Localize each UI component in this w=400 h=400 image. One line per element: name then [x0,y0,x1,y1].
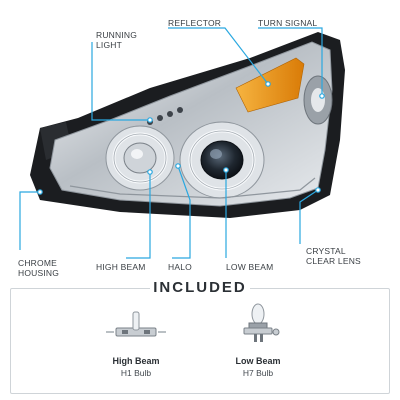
label-high-beam: HIGH BEAM [96,262,146,272]
h7-bulb-icon [243,303,280,342]
label-halo: HALO [168,262,192,272]
callout-dots [37,81,325,195]
label-running-light: RUNNING LIGHT [96,30,138,50]
label-turn-signal: TURN SIGNAL [258,18,318,28]
h1-bulb-icon [106,311,166,337]
label-low-beam: LOW BEAM [226,262,274,272]
low-beam-lens [200,140,244,180]
bulb-type-high-beam: H1 Bulb [120,368,152,378]
label-crystal-clear-lens: CRYSTAL CLEAR LENS [306,246,361,266]
bulb-name-high-beam: High Beam [112,356,160,366]
label-reflector: REFLECTOR [168,18,222,28]
included-box [10,288,390,394]
bulb-name-low-beam: Low Beam [235,356,281,366]
callout-lines [19,27,323,259]
included-title: INCLUDED [150,278,250,298]
bulb-type-low-beam: H7 Bulb [242,368,274,378]
label-chrome-housing: CHROME HOUSING [18,258,60,278]
